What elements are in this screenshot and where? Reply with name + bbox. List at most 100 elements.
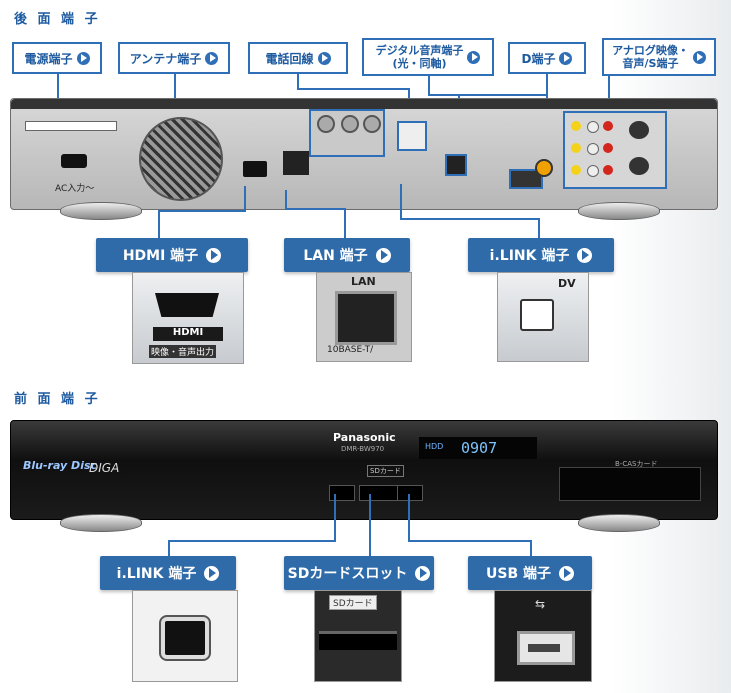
clock-display: 0907 [461, 439, 498, 457]
hdmi-caption: 映像・音声出力 [149, 345, 217, 358]
pill-label: i.LINK 端子 [489, 248, 570, 264]
pill-label: i.LINK 端子 [116, 566, 197, 582]
connector-line [538, 218, 540, 238]
sd-card-label: SDカード [367, 465, 404, 477]
tag-label: 電話回線 [265, 51, 314, 66]
connector-line [297, 88, 409, 90]
usb-port-icon [517, 631, 575, 665]
bcas-slot [559, 467, 701, 501]
connector-line [369, 494, 371, 556]
connector-line [428, 94, 548, 96]
front-foot [60, 514, 142, 532]
tag-d-terminal[interactable]: D端子 [508, 42, 586, 74]
tag-phone-line[interactable]: 電話回線 [248, 42, 348, 74]
connector-line [400, 218, 540, 220]
connector-line [530, 540, 532, 556]
front-panel: Blu-ray Disc DIGA Panasonic DMR-BW970 HD… [10, 420, 718, 520]
tag-antenna[interactable]: アンテナ端子 [118, 42, 230, 74]
connector-line [297, 74, 299, 88]
bcas-label: B-CASカード [615, 460, 658, 468]
phone-jack [397, 121, 427, 151]
s-video-jack [629, 121, 649, 139]
hdmi-closeup: HDMI 映像・音声出力 [132, 272, 244, 364]
lan-port-icon [335, 291, 397, 345]
brand-label: Panasonic [333, 431, 396, 444]
connector-line [285, 190, 287, 210]
arrow-icon [76, 51, 90, 65]
connector-line [168, 540, 170, 556]
tag-analog-av[interactable]: アナログ映像・ 音声/S端子 [602, 38, 716, 76]
connector-line [244, 186, 246, 210]
pill-hdmi[interactable]: HDMI 端子 [96, 238, 248, 272]
lan-port [283, 151, 309, 175]
arrow-icon [467, 50, 481, 64]
arrow-icon [559, 565, 574, 581]
sd-slot-icon [319, 631, 397, 650]
coax-port [535, 159, 553, 177]
antenna-jack [341, 115, 359, 133]
ilink-caption: DV [558, 277, 576, 290]
arrow-icon [317, 51, 331, 65]
rca-jack [571, 165, 581, 175]
pill-label: LAN 端子 [303, 248, 368, 264]
pill-label: USB 端子 [486, 566, 551, 582]
lan-detail: 10BASE-T/ [327, 345, 374, 355]
serial-plate [25, 121, 117, 131]
rear-section-title: 後 面 端 子 [14, 12, 101, 27]
usb-icon: ⇆ [535, 597, 546, 611]
pill-ilink-front[interactable]: i.LINK 端子 [100, 556, 236, 590]
rear-top-strip [11, 99, 717, 109]
ilink-rear-closeup: DV [497, 272, 589, 362]
s-video-jack [629, 157, 649, 175]
ilink-port-icon [520, 299, 554, 331]
pill-label: HDMI 端子 [122, 248, 199, 264]
arrow-icon [206, 247, 222, 263]
sd-card-label: SDカード [329, 595, 377, 610]
tag-label: D端子 [521, 51, 556, 66]
d-terminal-port [509, 169, 543, 189]
ilink-port-icon [161, 617, 209, 659]
arrow-icon [415, 565, 431, 581]
tag-power[interactable]: 電源端子 [12, 42, 102, 74]
rca-jack [571, 121, 581, 131]
rear-foot [578, 202, 660, 220]
tag-digital-audio[interactable]: デジタル音声端子 (光・同軸) [362, 38, 494, 76]
arrow-icon [205, 51, 219, 65]
connector-line [334, 494, 336, 542]
ilink-front-port [329, 485, 355, 501]
hdd-indicator: HDD [425, 442, 444, 451]
usb-front-port [397, 485, 423, 501]
rca-jack [587, 165, 599, 177]
analog-av-block [563, 111, 667, 189]
hdmi-port [243, 161, 267, 177]
rca-jack [603, 143, 613, 153]
tag-label: デジタル音声端子 (光・同軸) [375, 44, 464, 70]
power-label: AC入力〜 [55, 184, 95, 194]
pill-sd-slot[interactable]: SDカードスロット [284, 556, 434, 590]
hdmi-port-icon [155, 293, 219, 317]
connector-line [168, 540, 336, 542]
connector-line [408, 494, 410, 540]
lan-caption: LAN [351, 275, 376, 288]
ilink-front-closeup [132, 590, 238, 682]
pill-ilink-rear[interactable]: i.LINK 端子 [468, 238, 614, 272]
rear-foot [60, 202, 142, 220]
diga-logo: DIGA [89, 461, 120, 475]
rca-jack [587, 121, 599, 133]
connector-line [428, 76, 430, 96]
rear-panel: AC入力〜 [10, 98, 718, 210]
connector-line [608, 76, 610, 110]
tag-label: 電源端子 [24, 51, 73, 66]
connector-line [285, 208, 345, 210]
connector-line [400, 184, 402, 220]
pill-label: SDカードスロット [287, 566, 408, 582]
front-foot [578, 514, 660, 532]
arrow-icon [559, 51, 573, 65]
antenna-jack [363, 115, 381, 133]
pill-lan[interactable]: LAN 端子 [284, 238, 410, 272]
pill-usb[interactable]: USB 端子 [468, 556, 592, 590]
rca-jack [603, 121, 613, 131]
usb-closeup: ⇆ [494, 590, 592, 682]
sd-slot [359, 485, 399, 501]
fan-vent [139, 117, 223, 201]
